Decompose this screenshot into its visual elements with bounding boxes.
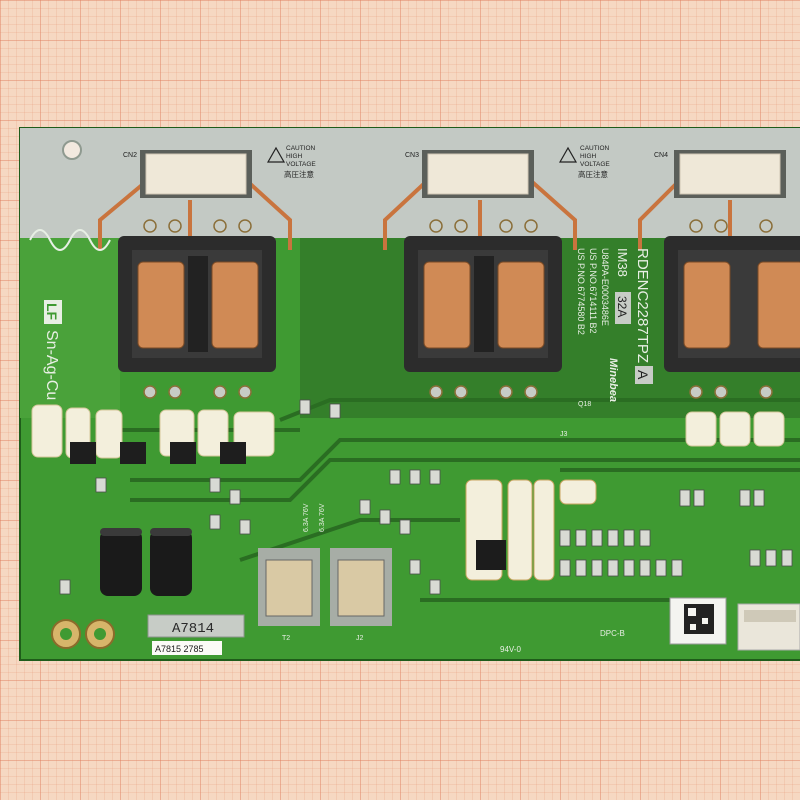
caution-line: CAUTION [580,145,610,152]
regulator-chip [476,540,506,570]
mount-hole [62,140,82,160]
ref-label: J3 [560,431,568,438]
serial-sticker-text: A7815 2785 [155,644,204,654]
ref-label: Q18 [578,401,591,408]
im-code: IM38 [615,248,630,277]
connector-cn4 [674,150,786,198]
sub-code: 32A [615,296,629,317]
caution-line: 高圧注意 [284,169,314,179]
caution-block-2: CAUTION HIGH VOLTAGE 高圧注意 [558,145,610,179]
connector-label-cn4: CN4 [654,152,668,159]
flammability-rating: 94V-0 [500,645,521,654]
connector-label-cn2: CN2 [123,152,137,159]
serial-sticker: A7815 2785 [152,641,222,655]
transformer-1 [118,236,276,372]
caution-line: CAUTION [286,145,316,152]
solder-joints [143,219,773,399]
mounting-pads [51,619,115,649]
hv-copper-traces [98,178,732,250]
white-glue-row-right [685,411,785,447]
revision-box: A [635,370,651,380]
silkscreen-text: CN2 CN3 CN4 CAUTION HIGH VOLTAGE 高圧注意 CA… [43,145,668,654]
lead-free-mark: LF [44,303,60,321]
caution-line: HIGH [580,153,597,160]
edge-connector [737,603,800,651]
label-box: A7814 [147,614,245,638]
connector-label-cn3: CN3 [405,152,419,159]
mosfet-chips [70,442,246,464]
capacitors [100,528,192,596]
connector-cn2 [140,150,252,198]
label-box-text: A7814 [172,621,214,637]
maker-logo: Minebea [607,358,619,402]
caution-line: HIGH [286,153,303,160]
caution-line: VOLTAGE [286,161,316,168]
transformer-2 [404,236,562,372]
patent-line-1: US P.NO.6714111 B2 [588,248,598,334]
ref-label: T2 [282,635,290,642]
smd-components [59,399,793,595]
caution-line: 高圧注意 [578,169,608,179]
connector-cn3 [422,150,534,198]
solder-alloy: Sn-Ag-Cu [43,330,60,400]
caution-line: VOLTAGE [580,161,610,168]
ul-code: U84PA-E0003486E [600,248,610,326]
fuse-rating: 6.3A 76V [303,503,310,532]
transformer-3 [664,236,800,372]
patent-line-2: US P.NO.6774580 B2 [576,248,586,335]
fuse-rating: 6.3A 76V [319,503,326,532]
qr-label [669,597,727,645]
caution-block-1: CAUTION HIGH VOLTAGE 高圧注意 [266,145,316,179]
inductor-l1 [258,548,320,626]
wire-loop [29,229,111,251]
inductor-l2 [330,548,392,626]
model-number: RDENC2287TPZ [634,248,651,363]
ref-label: J2 [356,635,364,642]
board-code: DPC-B [600,629,625,638]
